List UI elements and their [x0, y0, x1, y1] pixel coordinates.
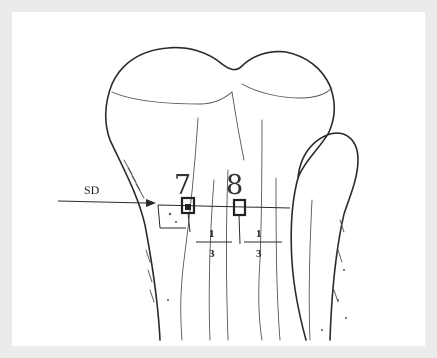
articular-crest	[232, 92, 244, 160]
portal-8-stem	[239, 215, 240, 244]
ulna-shaft-line	[309, 200, 312, 340]
fraction-1-denominator: 3	[209, 248, 215, 260]
portal-reference-line	[158, 205, 290, 208]
fraction-2-denominator: 3	[256, 248, 262, 260]
sd-arrow-head	[146, 199, 156, 207]
portal-8-marker	[234, 200, 245, 215]
articular-ridge-right	[242, 84, 332, 98]
sd-label: SD	[84, 183, 100, 197]
portal-8-label: 8	[226, 170, 243, 201]
shaft-line-inner	[209, 180, 214, 340]
shaft-line-outer	[276, 178, 280, 340]
fraction-2-numerator: 1	[256, 228, 262, 240]
left-bracket-vertical	[158, 205, 160, 228]
portal-7-label: 7	[174, 170, 191, 201]
portal-7-marker-fill	[185, 204, 191, 210]
sd-arrow-line	[58, 201, 146, 203]
ulna-outline	[298, 133, 358, 340]
fraction-1-numerator: 1	[209, 228, 215, 240]
radius-bone-outline	[106, 48, 335, 340]
articular-ridge-left	[112, 92, 232, 104]
